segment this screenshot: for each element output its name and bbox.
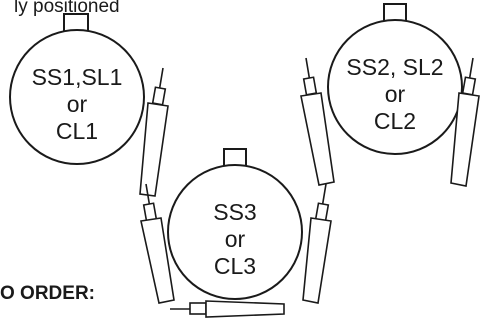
left-label-line1: SS1,SL1 — [32, 64, 123, 90]
right-label-line1: SS2, SL2 — [346, 54, 443, 80]
config-bottom: SS3 or CL3 — [140, 148, 332, 318]
left-probe-right — [139, 67, 169, 197]
right-probe-left — [300, 57, 335, 186]
bottom-probe-horizontal — [170, 300, 285, 318]
bottom-label-line1: SS3 — [213, 199, 256, 225]
config-right: SS2, SL2 or CL2 — [300, 3, 480, 187]
bottom-label-line2: or — [225, 226, 246, 252]
bottom-probe-right — [302, 183, 332, 304]
bottom-probe-left — [140, 183, 175, 304]
right-probe-right — [450, 57, 480, 187]
right-label-line3: CL2 — [374, 108, 416, 134]
left-label-line2: or — [67, 91, 88, 117]
bottom-label-line3: CL3 — [214, 253, 256, 279]
top-caption-fragment: ly positioned — [14, 0, 120, 17]
bottom-valve-tab — [223, 148, 247, 167]
right-valve-tab — [383, 3, 407, 22]
bottom-heading-fragment: O ORDER: — [0, 283, 95, 304]
bottom-circle — [167, 164, 303, 300]
config-left: SS1,SL1 or CL1 — [9, 13, 169, 197]
left-label-line3: CL1 — [56, 118, 98, 144]
right-label-line2: or — [385, 81, 406, 107]
right-circle — [327, 19, 463, 155]
left-circle — [9, 29, 145, 165]
